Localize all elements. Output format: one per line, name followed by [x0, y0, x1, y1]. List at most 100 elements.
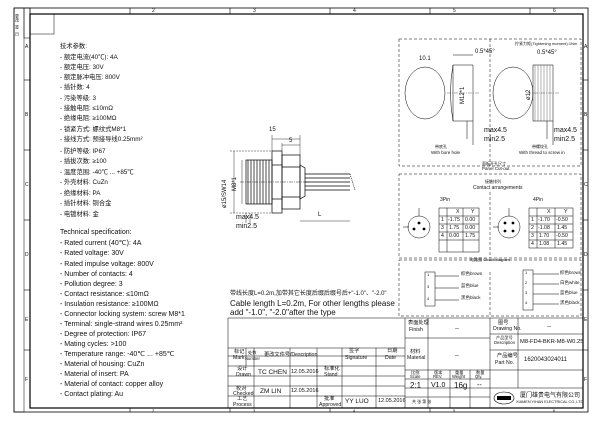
dim-min25: min2.5: [236, 223, 258, 230]
grid-left-d: D: [25, 252, 29, 258]
tb-checked-name: ZM LIN: [260, 388, 282, 395]
contact-arrangement-drawing: [398, 173, 582, 259]
revision-strip-label-3: 日: [15, 32, 20, 36]
tb-count-cn: 处数: [248, 350, 257, 355]
tb-weight-cn: 重量: [455, 370, 464, 375]
spec-en-line: - Terminal: single-strand wires 0.25mm²: [60, 321, 183, 328]
grid-top-2: 2: [152, 8, 155, 14]
tb-part-no-cn: 产品编号: [497, 353, 518, 359]
grid-left-c: C: [25, 182, 29, 188]
tb-date-cn: 日期: [387, 348, 398, 354]
dim-15: 15: [269, 127, 276, 133]
pin4-title: 4Pin: [533, 197, 544, 203]
pin4-row-x: 1.70: [539, 233, 550, 239]
spec-cn-line: - 电镀材料: 金: [60, 211, 99, 218]
spec-cn-line: - 接线方式: 预接导线0.25mm²: [60, 136, 143, 143]
revision-strip-label-2: 签: [15, 25, 20, 29]
pin3-header-x: X: [456, 209, 460, 215]
tb-approved-cn: 批准: [324, 396, 335, 402]
bore-cn: 带底孔: [435, 144, 447, 149]
tb-qty-cn: 数量: [476, 370, 485, 375]
note-en-2: add "-1.0", "-2.0"after the type: [230, 308, 336, 317]
pin4-header-y: Y: [564, 209, 568, 215]
pin3-row-pin: 3: [441, 225, 444, 231]
tb-stand-en: Stand: [324, 372, 338, 378]
spec-cn-line: - 插拔次数: ≥100: [60, 158, 107, 165]
spec-cn-line: - 接触电阻: ≤10mΩ: [60, 105, 113, 112]
tb-finish-cn: 表面处理: [408, 320, 429, 326]
tb-process-cn: 工艺: [237, 396, 248, 402]
grid-left-b: B: [25, 112, 29, 118]
circuit-right-pin: 3: [525, 290, 528, 295]
grid-bottom-5: 5: [453, 408, 456, 413]
tb-description-value: M8-FD4-BKR-M8-W0.25: [520, 339, 584, 345]
spec-cn-line: - 额定脉冲电压: 800V: [60, 74, 120, 81]
spec-en-line: - Material of insert: PA: [60, 371, 129, 378]
dim-5: 5: [289, 138, 293, 144]
spec-en-line: - Number of contacts: 4: [60, 271, 133, 278]
tb-weight-value: 16g: [454, 381, 468, 390]
tb-signature-cn: 签字: [349, 348, 360, 354]
tb-approved-name: YY LUO: [345, 398, 369, 405]
company-logo: [493, 391, 515, 405]
pin3-row-y: 1.75: [465, 233, 476, 239]
pin4-row-x: -1.70: [538, 217, 550, 223]
circuit-right-label: 白色white: [560, 280, 580, 285]
tb-rev-en: REV.: [433, 374, 443, 379]
spec-en-line: - Pollution degree: 3: [60, 281, 123, 288]
grid-top-6: 6: [553, 8, 556, 14]
tightening-moment-label: 拧紧力矩(Tightening moment):1Nm: [515, 41, 578, 46]
tb-scale-value: 2:1: [410, 381, 422, 390]
pin4-row-pin: 3: [531, 233, 534, 239]
spec-en-line: - Insulation resistance: ≥100MΩ: [60, 301, 159, 308]
cutout-cn: 面板开孔尺寸: [482, 161, 506, 166]
pin4-row-y: 1.45: [557, 241, 568, 247]
grid-bottom-6: 6: [553, 408, 556, 413]
pin4-row-x: -1.08: [538, 225, 550, 231]
spec-cn-line: - 插针材料: 铜合金: [60, 200, 112, 207]
tb-drawing-no-value: --: [547, 324, 551, 330]
note-cn: 带线长度L=0.2m,加带其它长度后缀后缀号后+"-1.0"、"-2.0": [230, 291, 387, 297]
pin4-header-x: X: [547, 209, 551, 215]
tb-part-no-en: Part No.: [495, 360, 515, 366]
circuit-left-pin: 4: [427, 296, 430, 301]
pin4-row-y: -0.50: [556, 217, 568, 223]
specs-cn-title: 技术参数:: [60, 43, 87, 50]
grid-left-f: F: [25, 377, 29, 383]
circuit-right-pin: 4: [525, 300, 528, 305]
grid-right-e: E: [584, 317, 588, 323]
circuit-left-pin: 1: [427, 272, 430, 277]
grid-right-c: C: [584, 182, 588, 188]
tb-material-value: --: [455, 353, 459, 359]
spec-en-line: - Rated impulse voltage: 800V: [60, 261, 154, 268]
tb-qty-en: Qty.: [475, 374, 483, 379]
tb-approved-date: 12.05.2016: [378, 398, 406, 404]
spec-en-line: - Rated current (40℃): 4A: [60, 240, 142, 247]
tb-material-en: Material: [407, 355, 426, 361]
circuit-left-label: 蓝色blue: [461, 283, 479, 288]
tb-checked-cn: 校对: [236, 386, 247, 392]
tb-description-en: Description: [494, 340, 515, 345]
pin3-header-y: Y: [471, 209, 475, 215]
spec-cn-line: - 外壳材料: CuZn: [60, 179, 108, 186]
pin3-row-pin: 4: [441, 233, 444, 239]
bore-en: With bore hole: [431, 150, 461, 155]
dim-101: 10.1: [419, 56, 431, 62]
spec-cn-line: - 污染等级: 3: [60, 95, 97, 102]
circuit-left-label: 黑色black: [461, 295, 481, 300]
pin3-row-x: 1.75: [449, 225, 460, 231]
tb-drawing-no-en: Drawing No.: [493, 326, 522, 332]
pin4-row-pin: 2: [531, 225, 534, 231]
circuit-left-pin: 3: [427, 284, 430, 289]
cutout-en: Panel Cut-out: [482, 166, 510, 171]
tb-drawn-cn: 设计: [237, 366, 248, 372]
tb-qty-value: --: [477, 382, 482, 389]
panel-cutout-drawing: [398, 38, 582, 167]
grid-bottom-2: 2: [152, 408, 155, 413]
chamfer-left: 0.5*45°: [475, 49, 495, 55]
tb-count-en: Number: [245, 356, 260, 361]
contacts-title-en: Contact arrangements: [473, 185, 523, 191]
tb-drawn-date: 12.05.2016: [291, 369, 319, 375]
tb-stand-cn: 标准化: [324, 366, 340, 372]
